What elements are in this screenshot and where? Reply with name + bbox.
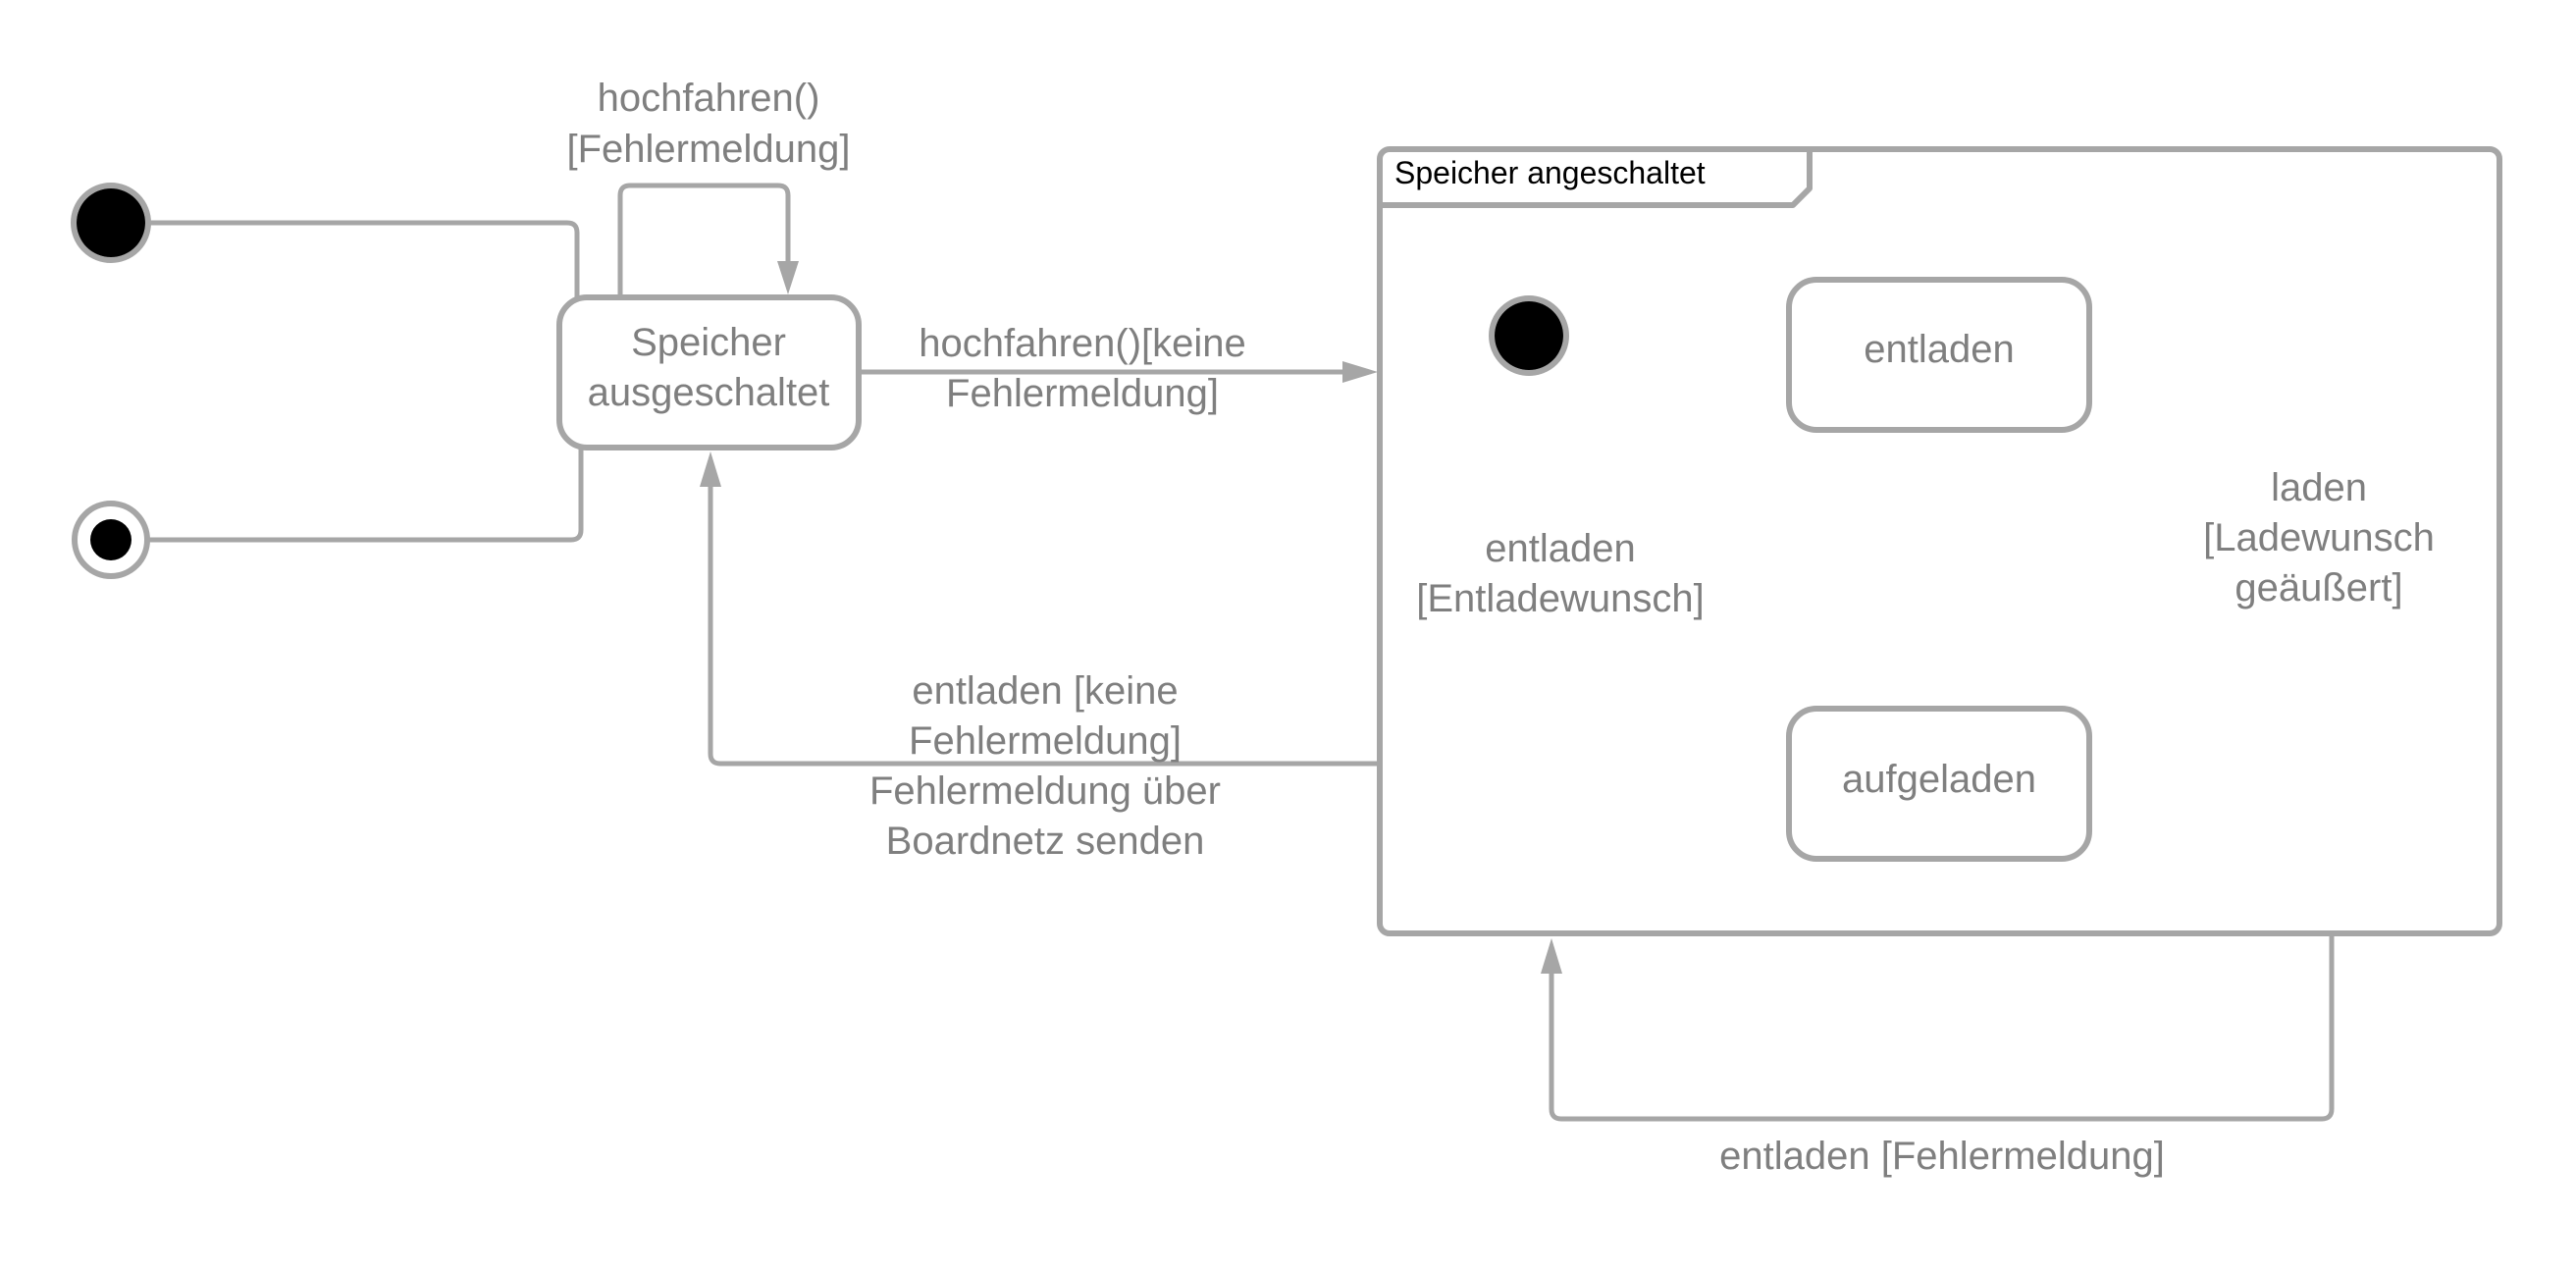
inner-initial-node: [1489, 295, 1569, 376]
final-node: [72, 501, 150, 579]
composite-state-on: Speicher angeschaltet entladen aufgelade…: [1377, 146, 2502, 936]
off-to-on-label-line1: hochfahren()[keine: [919, 322, 1246, 365]
self-loop-arrowhead: [777, 261, 799, 294]
charged-to-unload-label-line2: [Entladewunsch]: [1416, 577, 1705, 620]
state-off-label-line2: ausgeschaltet: [588, 371, 830, 414]
off-to-on-label-line2: Fehlermeldung]: [946, 372, 1219, 415]
state-off-label-line1: Speicher: [631, 321, 786, 364]
state-charged: aufgeladen: [1786, 706, 2092, 862]
initial-node: [71, 183, 151, 263]
on-to-off-label-line3: Fehlermeldung über: [869, 769, 1221, 813]
error-loop-arrowhead: [1541, 938, 1562, 974]
self-loop-line: [617, 183, 791, 300]
composite-title: Speicher angeschaltet: [1394, 155, 1706, 190]
on-to-off-label-line2: Fehlermeldung]: [909, 719, 1182, 763]
state-charged-label: aufgeladen: [1842, 758, 2036, 801]
charged-to-unload-label-line1: entladen: [1485, 527, 1635, 570]
unload-to-charged-label-line1: laden: [2271, 466, 2367, 509]
error-loop-line: [1549, 932, 2335, 1122]
self-loop-label-line2: [Fehlermeldung]: [566, 128, 850, 171]
composite-title-tab: [1380, 149, 1813, 208]
on-to-off-arrowhead: [700, 451, 721, 487]
self-loop-label-line1: hochfahren(): [598, 77, 820, 120]
error-loop-label: entladen [Fehlermeldung]: [1719, 1135, 2165, 1178]
off-to-on-arrowhead: [1342, 361, 1378, 383]
on-to-off-label-line4: Boardnetz senden: [886, 820, 1205, 863]
initial-to-off-line: [146, 220, 580, 300]
transition-labels: hochfahren() [Fehlermeldung] hochfahren(…: [566, 77, 2434, 1178]
unload-to-charged-label-line3: geäußert]: [2234, 566, 2402, 610]
unload-to-charged-label-line2: [Ladewunsch: [2203, 516, 2435, 559]
state-unload: entladen: [1786, 277, 2092, 433]
off-to-final-line: [146, 445, 584, 543]
state-off: Speicher ausgeschaltet: [556, 294, 862, 450]
on-to-off-label-line1: entladen [keine: [912, 669, 1178, 713]
state-unload-label: entladen: [1864, 328, 2014, 371]
on-to-off-line: [708, 482, 1383, 767]
